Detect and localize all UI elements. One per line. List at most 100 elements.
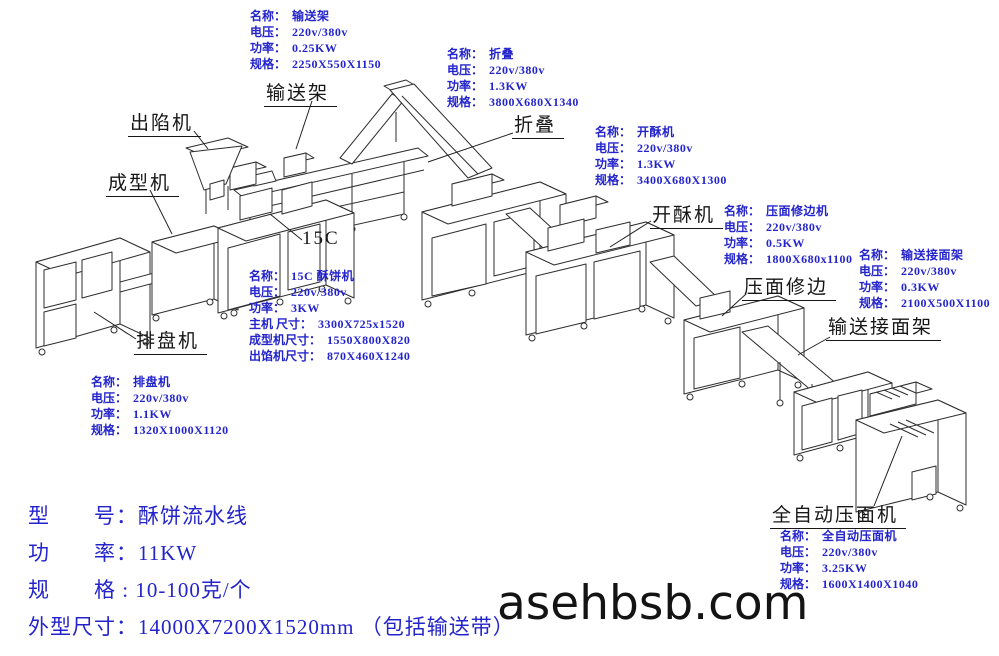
spec-key: 出馅机尺寸： xyxy=(249,349,322,363)
spec-key: 规格： xyxy=(780,577,817,591)
spec-row: 名称： 排盘机 xyxy=(91,374,229,390)
spec-value: 1600X1400X1040 xyxy=(822,577,919,591)
summary-block: 型 号：酥饼流水线 功 率：11KW 规 格 : 10-100克/个 外型尺寸：… xyxy=(28,498,515,646)
spec-value: 220v/380v xyxy=(822,545,878,559)
spec-value: 220v/380v xyxy=(291,285,347,299)
spec-value: 3KW xyxy=(291,301,320,315)
spec-row: 名称： 开酥机 xyxy=(595,124,727,140)
watermark-text: asehbsb.com xyxy=(497,576,809,631)
spec-value: 1320X1000X1120 xyxy=(133,423,229,437)
label-conveyor-rack: 输送架 xyxy=(264,78,338,107)
spec-value: 870X460X1240 xyxy=(327,349,411,363)
spec-key: 功率： xyxy=(724,236,761,250)
spec-value: 输送架 xyxy=(292,9,330,23)
label-sheeter: 开酥机 xyxy=(650,200,724,229)
spec-value: 0.3KW xyxy=(901,280,940,294)
spec-row: 名称：输送接面架 xyxy=(859,247,990,263)
spec-key: 规格： xyxy=(859,296,896,310)
spec-row: 电压： 220v/380v xyxy=(447,62,579,78)
summary-power: 功 率：11KW xyxy=(28,541,198,565)
summary-dimensions: 外型尺寸：14000X7200X1520mm （包括输送带） xyxy=(28,615,515,639)
spec-row: 功率： 3KW xyxy=(249,300,410,316)
c15-machine-drawing xyxy=(217,181,355,320)
trimmer-machine-drawing xyxy=(683,290,805,401)
spec-row: 出馅机尺寸： 870X460X1240 xyxy=(249,348,410,364)
spec-value: 1550X800X820 xyxy=(327,333,411,347)
spec-value: 开酥机 xyxy=(637,125,675,139)
spec-row: 功率：0.25KW xyxy=(250,40,381,56)
spec-value: 压面修边机 xyxy=(766,204,829,218)
spec-row: 名称： 压面修边机 xyxy=(724,203,853,219)
spec-row: 电压： 220v/380v xyxy=(595,140,727,156)
spec-key: 电压： xyxy=(447,63,484,77)
spec-key: 电压： xyxy=(91,391,128,405)
spec-value: 输送接面架 xyxy=(901,248,964,262)
filling-hopper-drawing xyxy=(185,137,249,214)
spec-value: 220v/380v xyxy=(637,141,693,155)
spec-key: 功率： xyxy=(249,301,286,315)
leader-lines xyxy=(93,100,903,507)
spec-key: 功率： xyxy=(447,79,484,93)
spec-row: 规格：2250X550X1150 xyxy=(250,56,381,72)
spec-key: 规格： xyxy=(447,95,484,109)
spec-row: 功率： 3.25KW xyxy=(780,560,918,576)
spec-value: 0.5KW xyxy=(766,236,805,250)
spec-key: 名称： xyxy=(250,9,287,23)
spec-key: 规格： xyxy=(724,252,761,266)
spec-row: 成型机尺寸：1550X800X820 xyxy=(249,332,410,348)
spec-key: 名称： xyxy=(724,204,761,218)
spec-value: 3.25KW xyxy=(822,561,868,575)
spec-row: 名称：15C 酥饼机 xyxy=(249,268,410,284)
spec-key: 名称： xyxy=(780,529,817,543)
spec-row: 规格： 1800X680x1100 xyxy=(724,251,853,267)
spec-row: 电压： 220v/380v xyxy=(249,284,410,300)
label-auto-press: 全自动压面机 xyxy=(770,500,907,529)
spec-key: 名称： xyxy=(91,375,128,389)
spec-key: 电压： xyxy=(249,285,286,299)
spec-value: 220v/380v xyxy=(489,63,545,77)
spec-value: 1.3KW xyxy=(489,79,528,93)
spec-row: 名称： 输送架 xyxy=(250,8,381,24)
spec-row: 规格：2100X500X1100 xyxy=(859,295,990,311)
spec-row: 名称：折叠 xyxy=(447,46,579,62)
label-trimmer: 压面修边 xyxy=(742,272,837,301)
spec-key: 电压： xyxy=(250,25,287,39)
spec-value: 全自动压面机 xyxy=(822,529,898,543)
spec-value: 15C 酥饼机 xyxy=(291,269,355,283)
spec-row: 电压： 220v/380v xyxy=(250,24,381,40)
spec-row: 规格： 3400X680X1300 xyxy=(595,172,727,188)
spec-value: 220v/380v xyxy=(901,264,957,278)
label-transfer-rack: 输送接面架 xyxy=(826,312,942,341)
spec-row: 功率：1.1KW xyxy=(91,406,229,422)
label-tray-machine: 排盘机 xyxy=(134,326,208,355)
spec-row: 电压： 220v/380v xyxy=(91,390,229,406)
spec-key: 名称： xyxy=(447,47,484,61)
spec-key: 名称： xyxy=(595,125,632,139)
spec-key: 电压： xyxy=(595,141,632,155)
spec-key: 功率： xyxy=(859,280,896,294)
spec-value: 220v/380v xyxy=(292,25,348,39)
spec-value: 排盘机 xyxy=(133,375,171,389)
spec-value: 220v/380v xyxy=(766,220,822,234)
spec-value: 1800X680x1100 xyxy=(766,252,853,266)
spec-value: 3400X680X1300 xyxy=(637,173,727,187)
spec-value: 3300X725x1520 xyxy=(318,317,406,331)
summary-model: 型 号：酥饼流水线 xyxy=(28,504,248,528)
auto-press-machine-drawing xyxy=(855,381,967,519)
spec-row: 功率： 0.3KW xyxy=(859,279,990,295)
spec-row: 功率：1.3KW xyxy=(595,156,727,172)
spec-row: 规格： 1600X1400X1040 xyxy=(780,576,918,592)
incline-conveyor-drawing xyxy=(339,79,493,179)
spec-value: 220v/380v xyxy=(133,391,189,405)
spec-row: 主机 尺寸： 3300X725x1520 xyxy=(249,316,410,332)
spec-key: 功率： xyxy=(780,561,817,575)
spec-key: 主机 尺寸： xyxy=(249,317,313,331)
spec-key: 规格： xyxy=(595,173,632,187)
spec-key: 电压： xyxy=(859,264,896,278)
